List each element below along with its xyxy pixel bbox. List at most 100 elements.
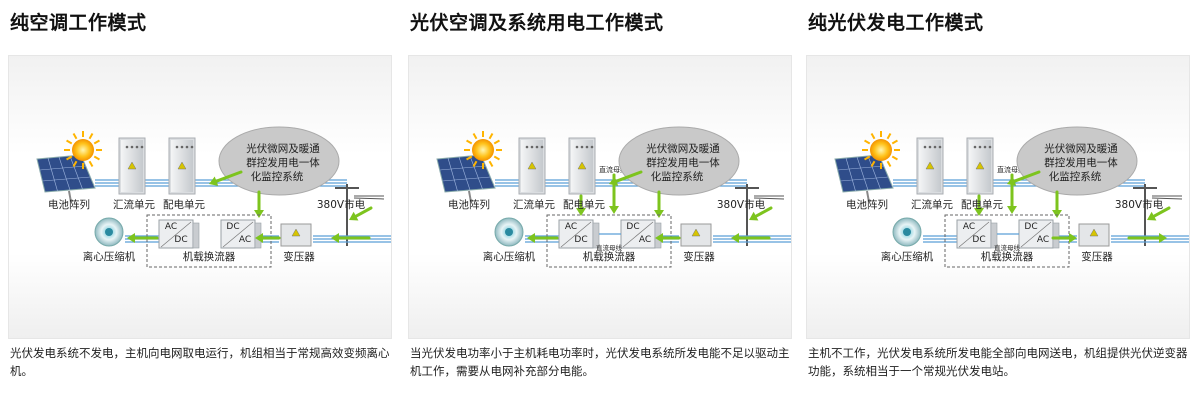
converter-right-dc: DC (1024, 222, 1037, 232)
cloud-label-line2: 群控发用电一体 (246, 156, 320, 169)
panel-caption: 光伏发电系统不发电，主机向电网取电运行，机组相当于常规高效变频离心机。 (10, 346, 390, 378)
label-distribution: 配电单元 (163, 198, 205, 211)
converter-left-dc: DC (174, 235, 187, 245)
label-combiner: 汇流单元 (513, 198, 555, 211)
arrow-icon (609, 170, 643, 186)
arrow-icon (254, 190, 264, 218)
arrow-icon (731, 233, 771, 243)
system-diagram-svg: 直流母线光伏微网及暖通群控发用电一体化监控系统ACDCDCAC直流母线电池阵列汇… (834, 126, 1189, 268)
arrow-icon (749, 206, 773, 221)
cloud-label-line3: 化监控系统 (1049, 170, 1102, 183)
transformer-icon (680, 223, 712, 247)
converter-left-ac: AC (165, 222, 177, 232)
arrow-icon (576, 194, 586, 216)
dc-bus-label: 直流母线 (997, 165, 1025, 174)
converter-left-ac: AC (565, 222, 577, 232)
arrow-icon (527, 233, 559, 243)
cloud-label-line1: 光伏微网及暖通 (1044, 142, 1118, 155)
cloud-label-line1: 光伏微网及暖通 (646, 142, 720, 155)
compressor-icon (94, 217, 124, 247)
transformer-icon (1078, 223, 1110, 247)
panel-title: 纯空调工作模式 (10, 12, 147, 34)
label-solar-array: 电池阵列 (448, 198, 490, 211)
label-compressor: 离心压缩机 (881, 250, 934, 263)
converter-left-ac: AC (963, 222, 975, 232)
arrow-icon (1147, 206, 1171, 221)
inverter-group-box (546, 214, 672, 268)
inverter-group-box (146, 214, 272, 268)
arrow-icon (1051, 233, 1077, 243)
converter-right-dc: DC (626, 222, 639, 232)
sun-icon (64, 131, 102, 169)
arrow-icon (209, 170, 243, 186)
cabinet-icon (966, 137, 994, 195)
panel-caption: 主机不工作，光伏发电系统所发电能全部向电网送电，机组提供光伏逆变器功能，系统相当… (808, 346, 1188, 378)
cabinet-icon (518, 137, 546, 195)
solar-panel-icon (436, 154, 496, 203)
label-inverter: 机载换流器 (583, 250, 636, 263)
label-distribution: 配电单元 (961, 198, 1003, 211)
converter-left-dc: DC (574, 235, 587, 245)
cloud-label-line3: 化监控系统 (651, 170, 704, 183)
cloud-label-line1: 光伏微网及暖通 (246, 142, 320, 155)
converter-left (956, 219, 998, 249)
converter-right-ac: AC (1037, 235, 1049, 245)
sun-icon (464, 131, 502, 169)
converter-left-dc: DC (972, 235, 985, 245)
converter-right (220, 219, 262, 249)
system-diagram-svg: 直流母线光伏微网及暖通群控发用电一体化监控系统ACDCDCAC直流母线电池阵列汇… (436, 126, 791, 268)
label-grid: 380V市电 (317, 198, 366, 211)
converter-left (158, 219, 200, 249)
cabinet-icon (916, 137, 944, 195)
cabinet-icon (568, 137, 596, 195)
converter-left (558, 219, 600, 249)
label-grid: 380V市电 (1115, 198, 1164, 211)
arrow-icon (654, 190, 664, 218)
dc-bus-label: 直流母线 (599, 165, 627, 174)
arrow-icon (1127, 233, 1167, 243)
transformer-icon (280, 223, 312, 247)
dc-bus-lower-label: 直流母线 (596, 243, 623, 252)
cloud-label-line2: 群控发用电一体 (1044, 156, 1118, 169)
dc-bus-lower-label: 直流母线 (994, 243, 1021, 252)
label-compressor: 离心压缩机 (483, 250, 536, 263)
arrow-icon (127, 233, 159, 243)
panel-title: 光伏空调及系统用电工作模式 (410, 12, 664, 34)
arrow-icon (1052, 190, 1062, 218)
arrow-icon (331, 233, 371, 243)
label-compressor: 离心压缩机 (83, 250, 136, 263)
panel-title: 纯光伏发电工作模式 (808, 12, 984, 34)
arrow-icon (974, 194, 984, 216)
label-grid: 380V市电 (717, 198, 766, 211)
label-combiner: 汇流单元 (911, 198, 953, 211)
compressor-icon (892, 217, 922, 247)
cloud-label-line2: 群控发用电一体 (646, 156, 720, 169)
converter-right-ac: AC (639, 235, 651, 245)
sun-icon (862, 131, 900, 169)
label-transformer: 变压器 (283, 250, 315, 263)
arrow-icon (349, 206, 373, 221)
label-inverter: 机载换流器 (183, 250, 236, 263)
arrow-icon (255, 233, 281, 243)
cabinet-icon (168, 137, 196, 195)
label-distribution: 配电单元 (563, 198, 605, 211)
converter-right (1018, 219, 1060, 249)
label-solar-array: 电池阵列 (846, 198, 888, 211)
label-inverter: 机载换流器 (981, 250, 1034, 263)
label-solar-array: 电池阵列 (48, 198, 90, 211)
solar-panel-icon (36, 154, 96, 203)
label-transformer: 变压器 (1081, 250, 1113, 263)
cloud-label-line3: 化监控系统 (251, 170, 304, 183)
cabinet-icon (118, 137, 146, 195)
converter-right-ac: AC (239, 235, 251, 245)
